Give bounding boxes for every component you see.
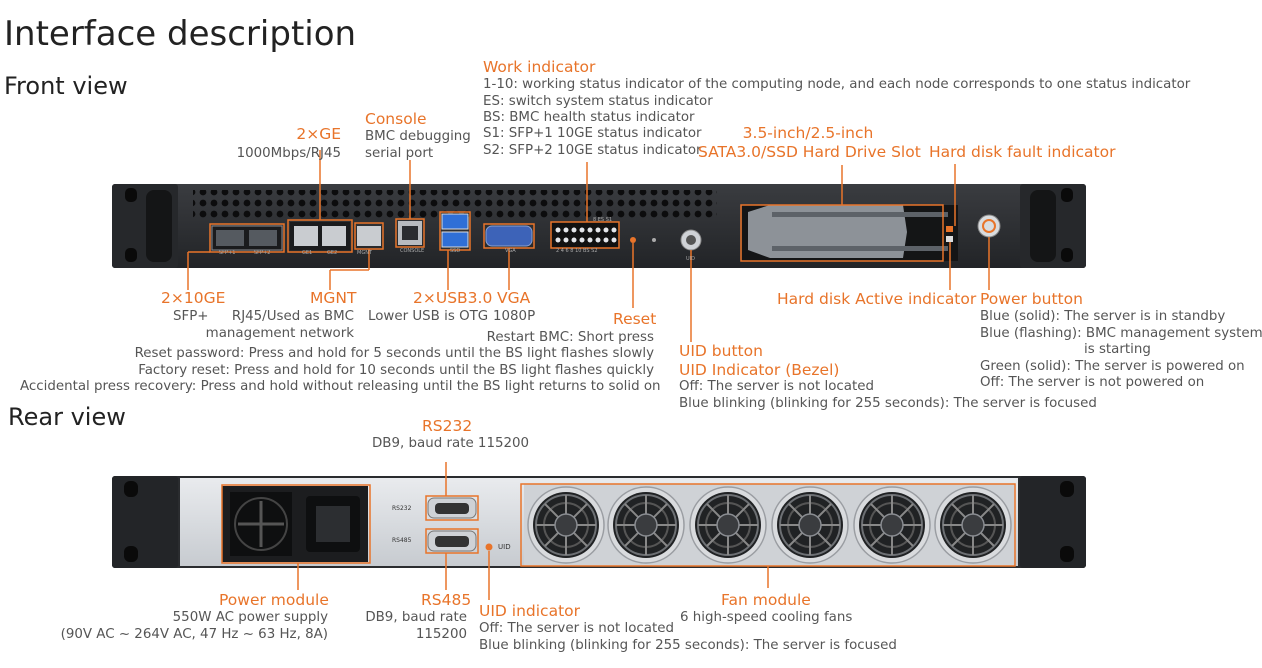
rs232-desc: DB9, baud rate 115200 (372, 436, 530, 451)
power-module-desc-2: (90V AC ~ 264V AC, 47 Hz ~ 63 Hz, 8A) (60, 627, 328, 642)
rear-callouts (221, 462, 1016, 600)
rs232-label: RS232 (422, 417, 473, 435)
reset-desc-3: Factory reset: Press and hold for 10 sec… (138, 363, 654, 378)
mgnt-desc-2: management network (205, 326, 354, 341)
work-indicator-line-5: S2: SFP+2 10GE status indicator (483, 143, 702, 158)
power-button-desc-2: Blue (flashing): BMC management system (980, 326, 1262, 341)
panel-label-led-numbers: 2 4 6 8 10 BS S2 (556, 248, 598, 254)
usb-label: 2×USB3.0 (413, 289, 493, 307)
hdd-slot-label-1: 3.5-inch/2.5-inch (742, 124, 874, 142)
hdd-slot-label-2: SATA3.0/SSD Hard Drive Slot (698, 143, 921, 161)
reset-desc-1: Restart BMC: Short press (486, 330, 654, 345)
console-desc-2: serial port (365, 146, 434, 161)
mgnt-desc-1: RJ45/Used as BMC (231, 309, 354, 324)
uid-button-desc-2: Blue blinking (blinking for 255 seconds)… (679, 396, 1097, 411)
uid-indicator-bezel-label: UID Indicator (Bezel) (679, 361, 840, 379)
power-button-label: Power button (980, 290, 1083, 308)
ge-label: 2×GE (296, 125, 341, 143)
power-module-desc-1: 550W AC power supply (172, 610, 328, 625)
usb-desc: Lower USB is OTG (368, 309, 489, 324)
rs485-label: RS485 (421, 591, 472, 609)
uid-indicator-desc-2: Blue blinking (blinking for 255 seconds)… (479, 638, 897, 653)
tenge-label: 2×10GE (161, 289, 226, 307)
console-label: Console (365, 110, 427, 128)
uid-indicator-label: UID indicator (479, 602, 581, 620)
work-indicator-label: Work indicator (483, 58, 596, 76)
panel-label-sfp2: SFP+2 (254, 250, 271, 256)
work-indicator-line-4: S1: SFP+1 10GE status indicator (483, 126, 702, 141)
ge-desc: 1000Mbps/RJ45 (236, 146, 341, 161)
reset-desc-4: Accidental press recovery: Press and hol… (20, 379, 661, 394)
mgnt-label: MGNT (310, 289, 357, 307)
reset-label: Reset (613, 310, 657, 328)
rear-port-label-uid: UID (498, 543, 511, 551)
page-title: Interface description (4, 14, 357, 54)
tenge-desc: SFP+ (173, 309, 209, 324)
panel-label-led-top: 8 ES S1 (593, 217, 613, 223)
panel-label-vga: VGA (505, 248, 516, 254)
rear-port-label-rs232: RS232 (392, 505, 412, 512)
front-view-heading: Front view (4, 72, 128, 100)
console-desc-1: BMC debugging (365, 129, 471, 144)
hdd-fault-label: Hard disk fault indicator (929, 143, 1116, 161)
rear-port-label-rs485: RS485 (392, 537, 412, 544)
power-button-desc-1: Blue (solid): The server is in standby (980, 309, 1226, 324)
power-button-desc-5: Off: The server is not powered on (980, 375, 1205, 390)
front-callouts (187, 150, 990, 342)
panel-label-ge2: GE2 (327, 250, 338, 256)
panel-label-sfp1: SFP+1 (219, 250, 236, 256)
rs485-desc-1: DB9, baud rate (365, 610, 467, 625)
work-indicator-line-2: ES: switch system status indicator (483, 94, 713, 109)
uid-button-desc-1: Off: The server is not located (679, 379, 874, 394)
power-button-desc-3: is starting (1084, 342, 1151, 357)
work-indicator-line-1: 1-10: working status indicator of the co… (483, 77, 1191, 92)
power-module-label: Power module (219, 591, 329, 609)
work-indicator-line-3: BS: BMC health status indicator (483, 110, 695, 125)
vga-label: VGA (497, 289, 531, 307)
power-button-desc-4: Green (solid): The server is powered on (980, 359, 1245, 374)
panel-label-ssd: SSD (450, 248, 461, 254)
uid-indicator-desc-1: Off: The server is not located (479, 621, 674, 636)
fan-module-desc: 6 high-speed cooling fans (680, 610, 853, 625)
hdd-active-label: Hard disk Active indicator (777, 290, 977, 308)
reset-desc-2: Reset password: Press and hold for 5 sec… (134, 346, 654, 361)
panel-label-console: CONSOLE (400, 248, 425, 254)
uid-button-label: UID button (679, 342, 763, 360)
rear-chassis (112, 476, 1086, 568)
vga-desc: 1080P (493, 309, 536, 324)
fan-module-label: Fan module (721, 591, 811, 609)
rear-view-heading: Rear view (8, 403, 126, 431)
panel-label-mgnt: MGNT (357, 250, 372, 256)
panel-label-ge1: GE1 (302, 250, 313, 256)
panel-label-uid: UID (686, 256, 695, 262)
rs485-desc-2: 115200 (415, 627, 467, 642)
